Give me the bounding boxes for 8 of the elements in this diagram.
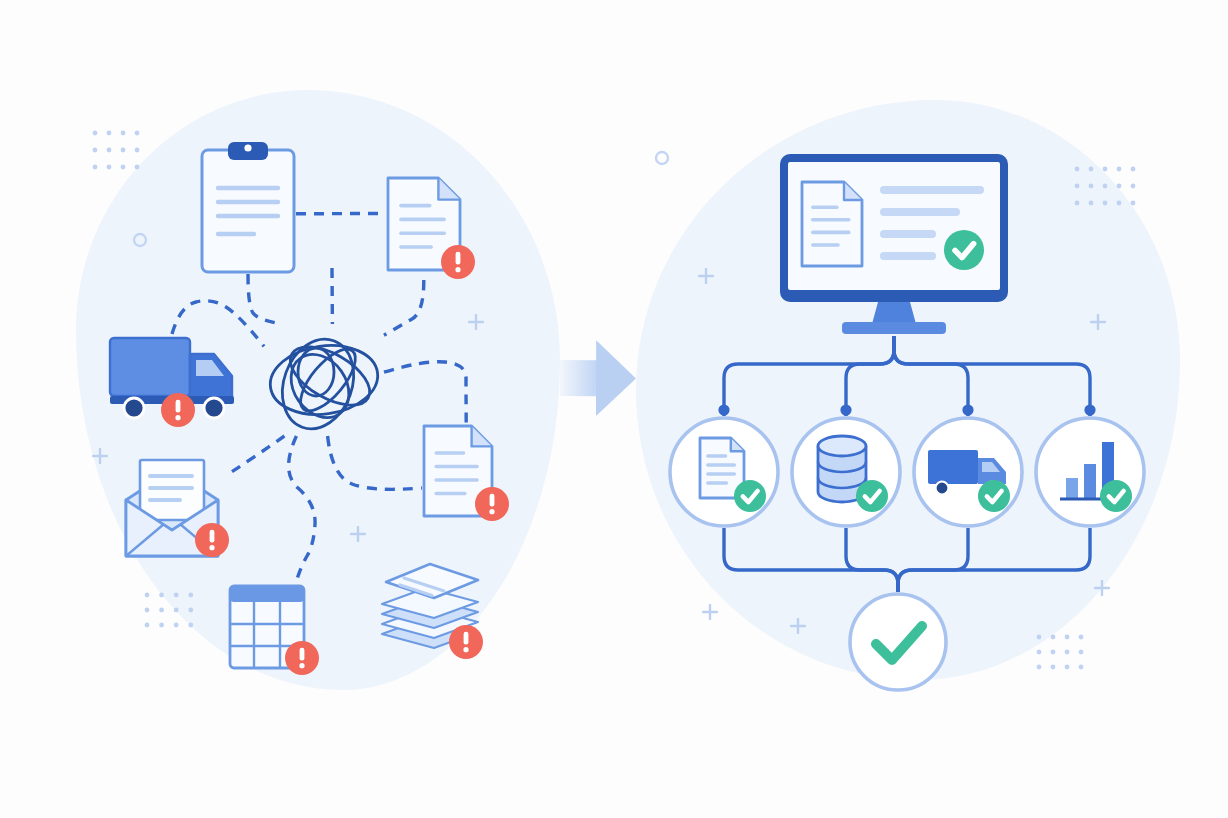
dashed-connector [170, 299, 266, 348]
dashed-connector [330, 268, 335, 324]
connector [896, 528, 1092, 592]
block-arrow [559, 340, 637, 417]
connector [892, 336, 1096, 416]
dashed-connector [383, 280, 426, 337]
dashed-connector [325, 435, 423, 492]
dashed-connector [383, 360, 468, 424]
